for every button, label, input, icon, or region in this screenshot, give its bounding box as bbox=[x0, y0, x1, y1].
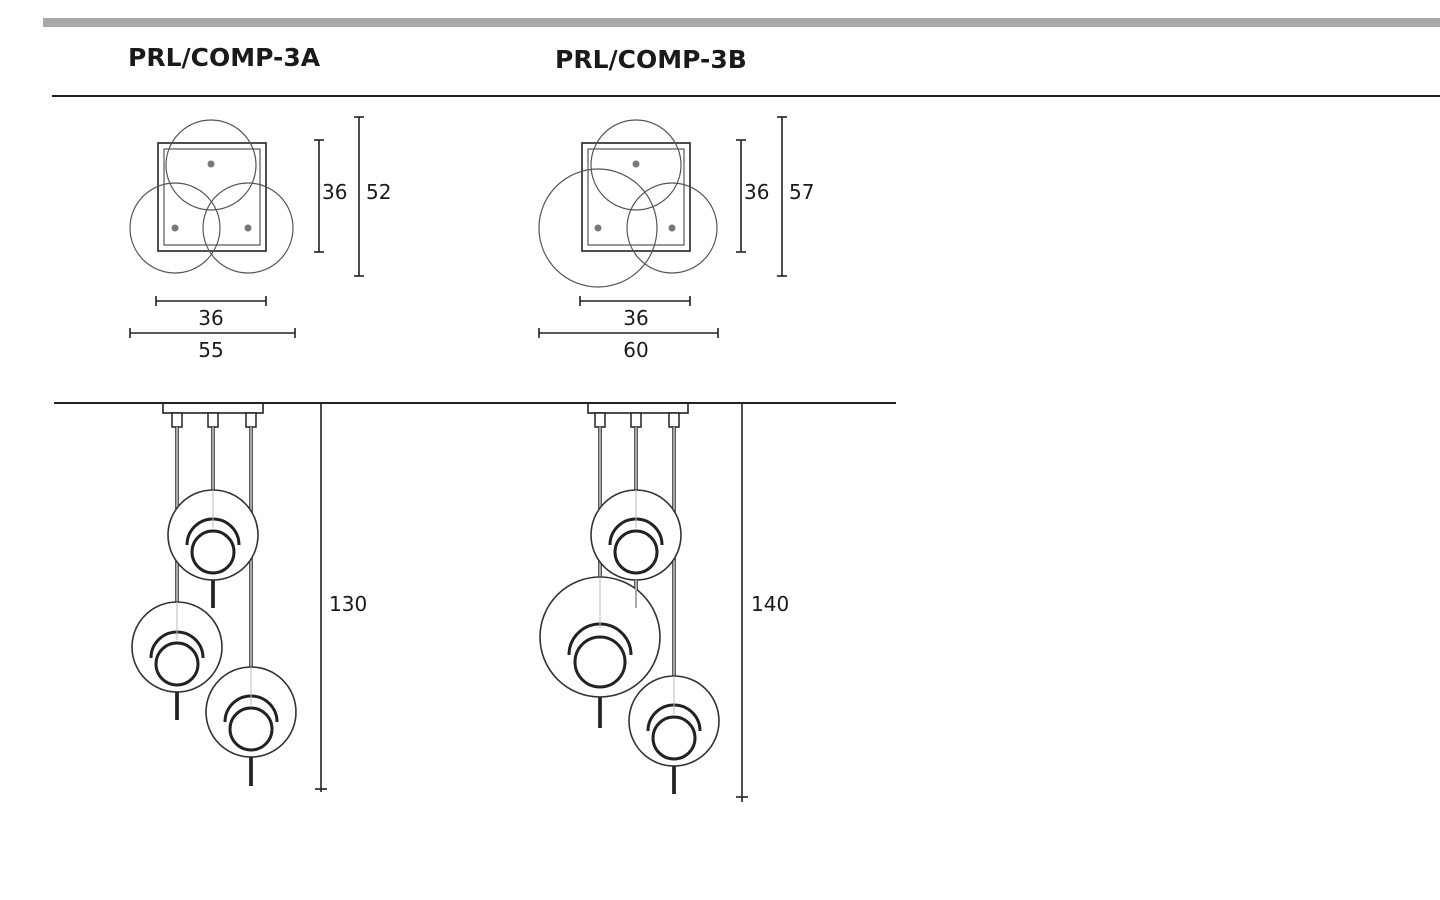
globe-outline-top-3b bbox=[590, 119, 682, 211]
dim-line-inner-height-3a bbox=[314, 139, 324, 253]
pendant-globe-3b-2-large bbox=[539, 576, 661, 698]
mount-point-3a bbox=[244, 224, 252, 232]
pendant-globe-3a-2 bbox=[131, 601, 223, 693]
top-view-3a: 36 52 36 55 bbox=[129, 116, 391, 362]
dim-line-drop-height-3a bbox=[315, 403, 327, 792]
side-view-3b: 140 bbox=[539, 402, 789, 802]
dim-inner-width-3b: 36 bbox=[623, 306, 648, 330]
dim-line-outer-width-3b bbox=[538, 328, 719, 338]
dim-line-outer-width-3a bbox=[129, 328, 296, 338]
dim-line-inner-width-3b bbox=[579, 296, 691, 306]
dim-line-inner-height-3b bbox=[736, 139, 746, 253]
dim-line-outer-height-3b bbox=[777, 116, 787, 277]
dim-inner-width-3a: 36 bbox=[198, 306, 223, 330]
pendant-globe-3b-1 bbox=[590, 489, 682, 581]
mount-point-3a bbox=[171, 224, 179, 232]
side-view-3a: 130 bbox=[131, 402, 367, 792]
globe-outline-large-3b bbox=[538, 168, 658, 288]
pendant-globe-3a-1 bbox=[167, 489, 259, 581]
canopy-inner-3b bbox=[587, 148, 685, 246]
dim-inner-height-3a: 36 bbox=[322, 180, 347, 204]
dim-line-inner-width-3a bbox=[155, 296, 267, 306]
dim-drop-height-3b: 140 bbox=[751, 592, 789, 616]
header-bar bbox=[43, 18, 1440, 27]
canopy-outer-3b bbox=[581, 142, 691, 252]
pendant-globe-3b-3 bbox=[628, 675, 720, 767]
mount-point-3b bbox=[632, 160, 640, 168]
dim-outer-width-3b: 60 bbox=[623, 338, 648, 362]
mount-point-3b bbox=[594, 224, 602, 232]
product-title-3b: PRL/COMP-3B bbox=[555, 45, 747, 74]
canopy-inner-3a bbox=[163, 148, 261, 246]
mount-point-3a bbox=[207, 160, 215, 168]
dim-outer-height-3a: 52 bbox=[366, 180, 391, 204]
dim-outer-width-3a: 55 bbox=[198, 338, 223, 362]
dim-drop-height-3a: 130 bbox=[329, 592, 367, 616]
dim-outer-height-3b: 57 bbox=[789, 180, 814, 204]
globe-outline-right-3a bbox=[202, 182, 294, 274]
dim-line-drop-height-3b bbox=[736, 403, 748, 802]
canopy-side-3b bbox=[587, 402, 689, 414]
top-view-3b: 36 57 36 60 bbox=[538, 116, 814, 362]
globe-outline-top-3a bbox=[165, 119, 257, 211]
globe-outline-left-3a bbox=[129, 182, 221, 274]
mount-point-3b bbox=[668, 224, 676, 232]
pendant-globe-3a-3 bbox=[205, 666, 297, 758]
globe-outline-right-3b bbox=[626, 182, 718, 274]
canopy-side-3a bbox=[162, 402, 264, 414]
product-title-3a: PRL/COMP-3A bbox=[128, 43, 321, 72]
dim-inner-height-3b: 36 bbox=[744, 180, 769, 204]
dim-line-outer-height-3a bbox=[354, 116, 364, 277]
canopy-outer-3a bbox=[157, 142, 267, 252]
